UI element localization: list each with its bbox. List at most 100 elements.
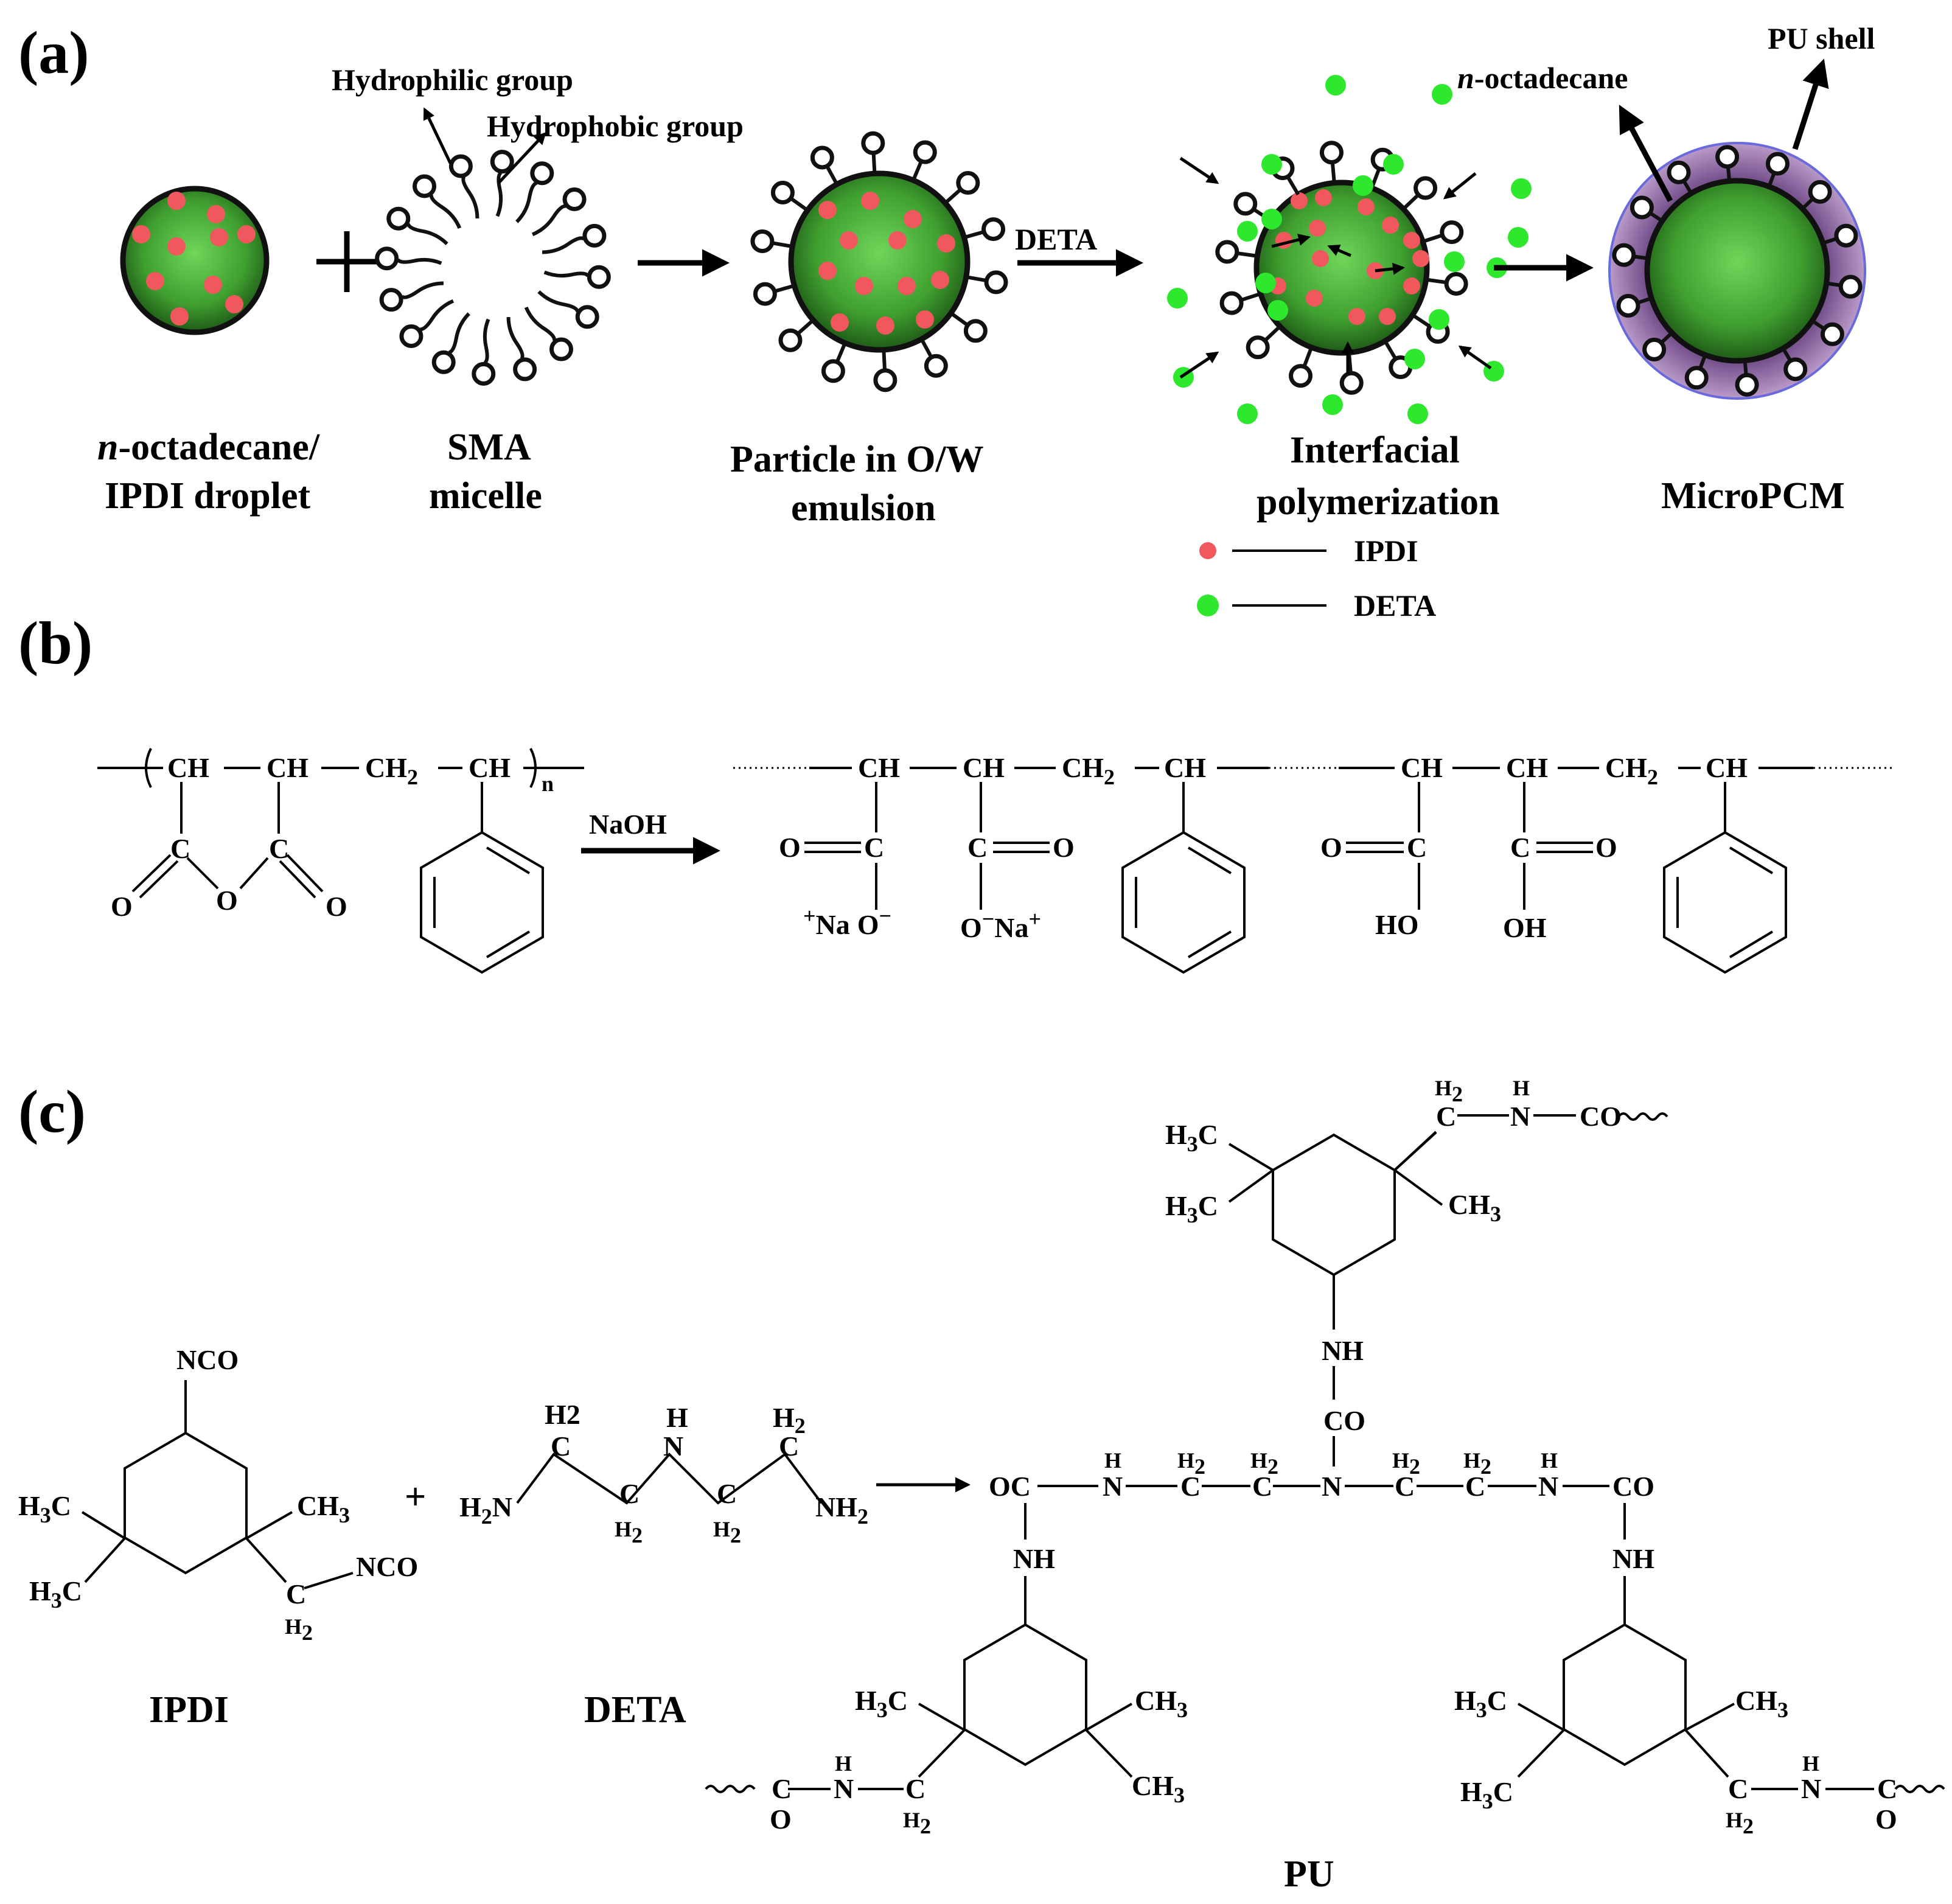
svg-text:PU shell: PU shell — [1768, 21, 1875, 55]
surfactant-stem — [825, 165, 838, 186]
hydrophilic-head — [1444, 271, 1468, 296]
surfactant-stem — [1422, 233, 1443, 243]
svg-text:C: C — [1728, 1773, 1748, 1804]
ipdi-dot — [1412, 250, 1429, 267]
hydrophilic-head — [1642, 337, 1667, 361]
svg-text:H: H — [1513, 1076, 1530, 1100]
hydrophilic-head — [1616, 293, 1640, 318]
svg-text:micelle: micelle — [429, 475, 542, 517]
particle-core — [788, 170, 971, 353]
hydrophilic-head — [575, 305, 599, 329]
hydrophilic-head — [984, 270, 1008, 295]
svg-text:O: O — [111, 891, 133, 922]
surfactant-stem — [1240, 291, 1261, 302]
surfactant-stem — [1383, 340, 1398, 360]
svg-text:NCO: NCO — [356, 1551, 418, 1582]
hydrophilic-head — [750, 229, 775, 253]
plus-sign — [316, 231, 377, 292]
deta-arrow: DETA — [1015, 222, 1143, 277]
svg-text:CH: CH — [267, 752, 308, 783]
svg-text:C: C — [269, 833, 289, 864]
legend: IPDI DETA — [1197, 534, 1436, 622]
surfactant-stem — [919, 338, 933, 358]
surfactant-stem — [944, 187, 962, 204]
ipdi-dot — [818, 262, 837, 280]
hydrophilic-head — [1319, 141, 1344, 165]
panel-a: (a) n-octadecane/ IPDI droplet Hydrophil… — [18, 19, 1875, 622]
ipdi-dot — [888, 231, 907, 249]
ipdi-dots — [132, 192, 256, 326]
svg-text:H: H — [1541, 1448, 1558, 1473]
svg-text:NH: NH — [1013, 1543, 1055, 1574]
ipdi-dot — [1348, 308, 1365, 325]
svg-text:CH: CH — [1506, 752, 1548, 783]
svg-text:O: O — [779, 832, 801, 863]
hydrophilic-head — [399, 324, 424, 348]
svg-text:CH: CH — [1164, 752, 1206, 783]
svg-text:N: N — [1510, 1101, 1530, 1132]
svg-text:DETA: DETA — [1015, 222, 1097, 256]
surfactant-stem — [1411, 313, 1431, 329]
hydrophilic-head — [549, 337, 573, 361]
svg-text:O: O — [1053, 832, 1075, 863]
hydrophobic-tail — [396, 257, 442, 265]
ipdi-dot — [1291, 192, 1308, 209]
svg-text:H3C: H3C — [1460, 1776, 1513, 1813]
svg-text:H2: H2 — [1726, 1808, 1754, 1838]
hydrophilic-head — [770, 180, 795, 204]
surfactant-stem — [1826, 281, 1841, 287]
surfactant-stem — [1682, 180, 1693, 195]
svg-text:Hydrophilic group: Hydrophilic group — [332, 63, 573, 97]
hydrophilic-head — [530, 161, 554, 186]
svg-text:OC: OC — [989, 1471, 1031, 1502]
svg-text:H3C: H3C — [29, 1575, 82, 1613]
svg-text:CH3: CH3 — [1132, 1770, 1185, 1807]
hydrophobic-tail — [542, 236, 585, 254]
svg-text:C: C — [1436, 1101, 1456, 1132]
panel-b-label: (b) — [18, 609, 92, 677]
hydrophilic-head — [1783, 357, 1808, 382]
hydrophilic-head — [1219, 291, 1244, 315]
ipdi-dot — [1309, 220, 1326, 237]
surfactant-stem — [1781, 347, 1793, 362]
hydrophilic-head — [587, 265, 611, 289]
hydrophilic-head — [1735, 372, 1759, 397]
svg-text:IPDI: IPDI — [1354, 534, 1418, 568]
hydrophilic-head — [1834, 223, 1858, 248]
svg-text:NH: NH — [1322, 1335, 1364, 1366]
svg-text:H2: H2 — [903, 1808, 931, 1838]
naoh-arrow: NaOH — [581, 809, 720, 865]
svg-text:C: C — [779, 1431, 799, 1462]
deta-dot — [1508, 227, 1528, 248]
svg-text:DETA: DETA — [584, 1689, 686, 1731]
deta-structure: H2N H2 C C H2 H N C H2 H2 C NH2 DETA — [459, 1399, 868, 1731]
surfactant-stem — [1801, 197, 1814, 211]
svg-text:C: C — [967, 832, 988, 863]
svg-text:CH: CH — [469, 752, 511, 783]
svg-text:H: H — [835, 1751, 852, 1776]
svg-text:C: C — [1407, 832, 1427, 863]
svg-text:O: O — [770, 1804, 792, 1835]
hydrophobic-tail — [537, 290, 580, 313]
hydrophilic-head — [1413, 176, 1438, 200]
hydrophilic-head — [913, 140, 937, 164]
octadecane-label: n-octadecane — [1457, 61, 1673, 203]
ipdi-dot — [1403, 277, 1420, 295]
ipdi-dot — [1358, 198, 1375, 215]
svg-text:O−Na+: O−Na+ — [960, 907, 1041, 943]
hydrophilic-head — [1838, 274, 1863, 299]
diffusion-arrow — [1327, 245, 1351, 257]
svg-text:CH: CH — [1706, 752, 1748, 783]
surfactant-stem — [789, 197, 809, 212]
ipdi-dot — [937, 234, 955, 253]
surfactant-stem — [1633, 254, 1648, 260]
surfactant-stem — [1811, 319, 1825, 330]
legend-item-ipdi: IPDI — [1199, 534, 1418, 568]
octadecane-core — [1644, 178, 1830, 364]
surfactant-stem — [1649, 211, 1664, 223]
hydrophilic-head — [821, 359, 845, 383]
hydrophilic-head — [1612, 243, 1636, 267]
svg-text:C: C — [1180, 1471, 1201, 1502]
hydrophobic-tail — [483, 318, 490, 365]
